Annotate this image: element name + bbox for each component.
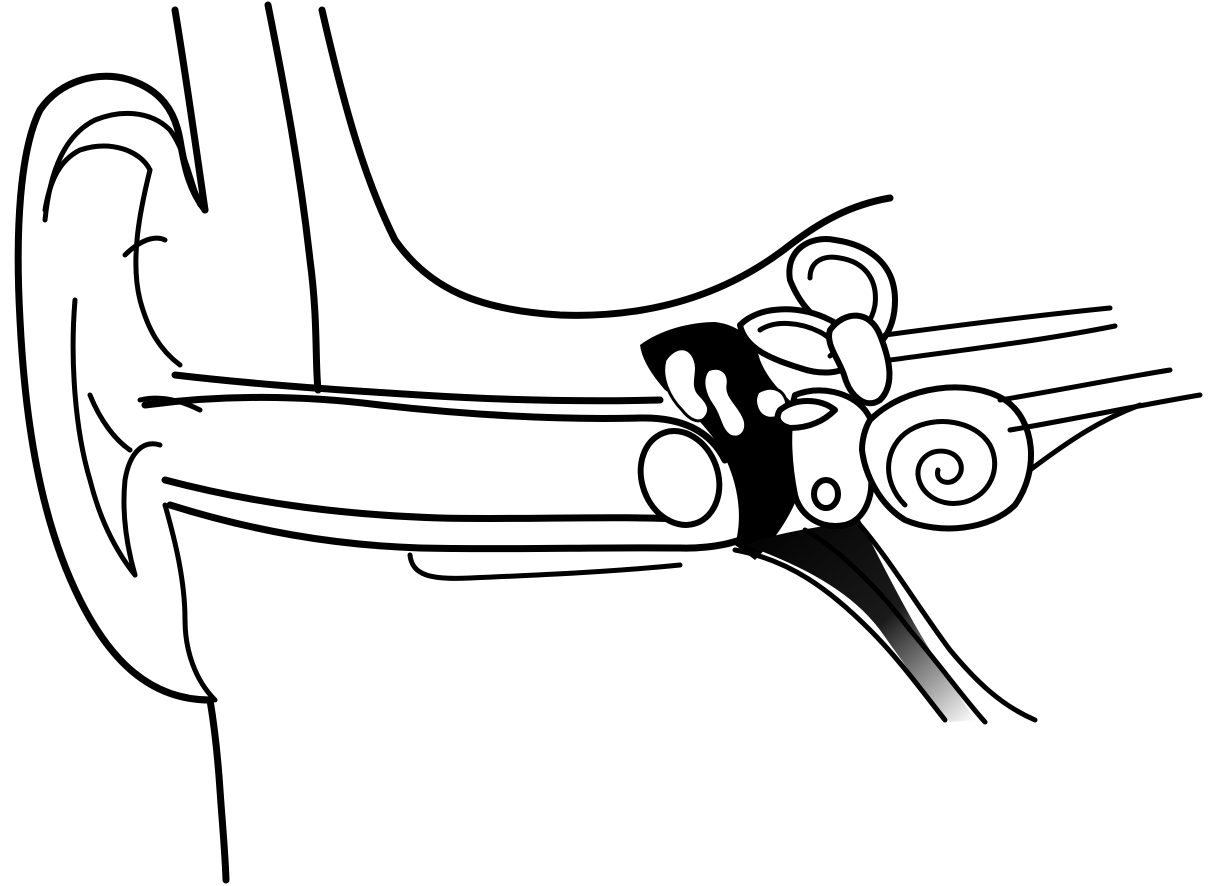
cochlea [862,387,1031,528]
eustachian-tube [735,520,1035,722]
outer-ear-pinna [18,76,226,880]
